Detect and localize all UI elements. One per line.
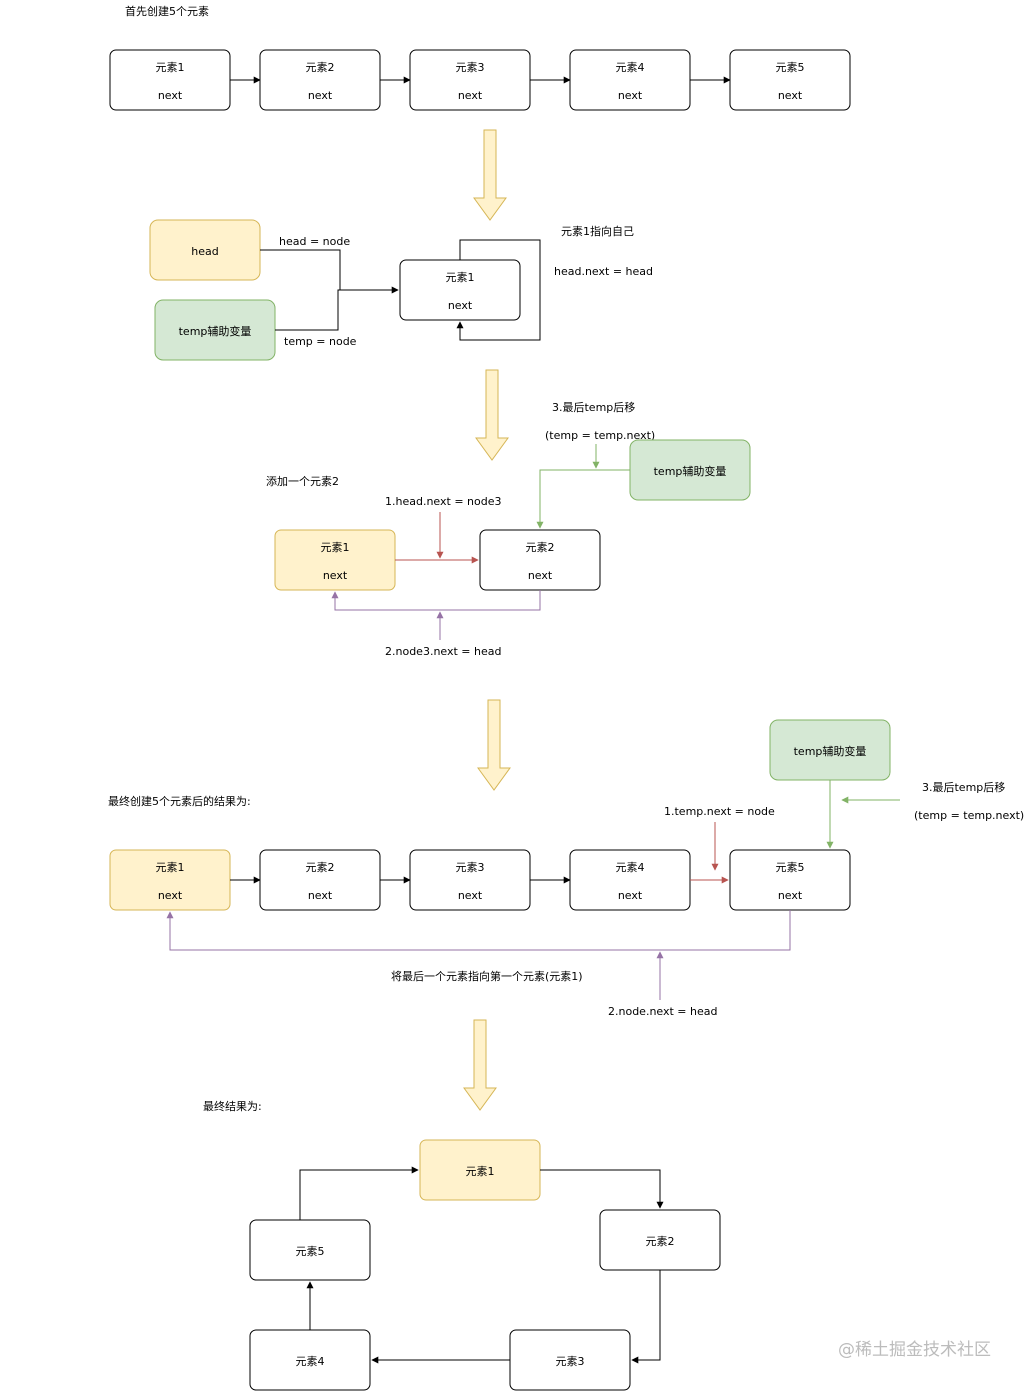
s1-node-1: 元素1 next [109, 49, 231, 111]
s5-link-1-2 [540, 1169, 664, 1209]
s4-node-1-name: 元素1 [156, 861, 185, 874]
s1-node-5-next: next [778, 89, 803, 102]
s3-step3-code: (temp = temp.next) [545, 429, 655, 442]
s4-loop-note: 将最后一个元素指向第一个元素(元素1) [391, 969, 583, 983]
s3-node-2-name: 元素2 [526, 541, 555, 554]
s5-link-2-3 [631, 1270, 661, 1364]
s3-step2: 2.node3.next = head [385, 645, 501, 658]
s2-self-code: head.next = head [554, 265, 653, 278]
s2-head-pointer [260, 249, 341, 290]
s2-self-loop [456, 239, 541, 341]
s5-node-4-name: 元素4 [296, 1355, 325, 1368]
s4-node-1: 元素1 next [109, 849, 231, 911]
s3-node-1-name: 元素1 [321, 541, 350, 554]
s3-caption: 添加一个元素2 [266, 474, 339, 488]
stage1-caption: 首先创建5个元素 [125, 4, 209, 18]
s4-node-4-next: next [618, 889, 643, 902]
s4-node-3-next: next [458, 889, 483, 902]
s1-node-2: 元素2 next [259, 49, 381, 111]
s2-node-1: 元素1 next [399, 259, 521, 321]
s2-temp-pointer [275, 286, 399, 331]
s4-caption: 最终创建5个元素后的结果为: [108, 794, 251, 808]
s3-temp-label: temp辅助变量 [654, 464, 727, 478]
s1-node-1-next: next [158, 89, 183, 102]
s1-node-5: 元素5 next [729, 49, 851, 111]
s5-link-5-1 [299, 1166, 419, 1220]
s5-caption: 最终结果为: [203, 1099, 262, 1113]
s1-node-4: 元素4 next [569, 49, 691, 111]
s1-node-4-next: next [618, 89, 643, 102]
stage-final-ring: 最终结果为: 元素1 元素2 元素3 元素4 元素5 [203, 1099, 721, 1391]
s5-node-3-name: 元素3 [556, 1355, 585, 1368]
stage-first-node: head temp辅助变量 元素1 next head = node temp … [149, 219, 653, 361]
s3-node-2-next: next [528, 569, 553, 582]
s2-head-box: head [149, 219, 261, 281]
s4-node-2-name: 元素2 [306, 861, 335, 874]
s4-step1: 1.temp.next = node [664, 805, 775, 818]
s4-step2: 2.node.next = head [608, 1005, 717, 1018]
s5-node-5-name: 元素5 [296, 1245, 325, 1258]
s3-step1: 1.head.next = node3 [385, 495, 501, 508]
s2-temp-label: temp辅助变量 [179, 324, 252, 338]
s4-node-3: 元素3 next [409, 849, 531, 911]
stage-add-second: 3.最后temp后移 (temp = temp.next) 添加一个元素2 1.… [266, 401, 751, 658]
s3-node-2: 元素2 next [479, 529, 601, 591]
s4-step3-code: (temp = temp.next) [914, 809, 1024, 822]
s5-node-5: 元素5 [249, 1219, 371, 1281]
s5-node-1-name: 元素1 [466, 1165, 495, 1178]
s4-temp-label: temp辅助变量 [794, 744, 867, 758]
watermark: @稀土掘金技术社区 [838, 1340, 991, 1360]
s5-node-1: 元素1 [419, 1139, 541, 1201]
s3-node-1: 元素1 next [274, 529, 396, 591]
stage-transition-arrow-2 [475, 369, 509, 461]
stage-create-five: 首先创建5个元素 元素1 next 元素2 next 元素3 next 元素4 … [109, 4, 851, 111]
s2-temp-assign: temp = node [284, 335, 357, 348]
s1-node-2-name: 元素2 [306, 61, 335, 74]
s4-node-4-name: 元素4 [616, 861, 645, 874]
s5-node-2-name: 元素2 [646, 1235, 675, 1248]
s4-node-3-name: 元素3 [456, 861, 485, 874]
s4-link-5-1 [166, 910, 791, 951]
s4-temp-box: temp辅助变量 [769, 719, 891, 781]
s4-node-5-name: 元素5 [776, 861, 805, 874]
s3-link-2-1 [331, 590, 541, 611]
s5-node-3: 元素3 [509, 1329, 631, 1391]
s2-node-1-name: 元素1 [446, 271, 475, 284]
s1-node-2-next: next [308, 89, 333, 102]
stage-transition-arrow-3 [477, 699, 511, 791]
s1-node-4-name: 元素4 [616, 61, 645, 74]
s3-step3-title: 3.最后temp后移 [552, 401, 635, 414]
s3-temp-box: temp辅助变量 [629, 439, 751, 501]
s1-node-1-name: 元素1 [156, 61, 185, 74]
s4-node-5-next: next [778, 889, 803, 902]
s1-node-3-next: next [458, 89, 483, 102]
s2-temp-box: temp辅助变量 [154, 299, 276, 361]
s4-node-1-next: next [158, 889, 183, 902]
stage-transition-arrow-1 [473, 129, 507, 221]
s2-head-assign: head = node [279, 235, 350, 248]
s1-node-3-name: 元素3 [456, 61, 485, 74]
s1-node-3: 元素3 next [409, 49, 531, 111]
s3-node-1-next: next [323, 569, 348, 582]
s4-step3-title: 3.最后temp后移 [922, 781, 1005, 794]
s4-node-5: 元素5 next [729, 849, 851, 911]
stage-five-linked: temp辅助变量 最终创建5个元素后的结果为: 1.temp.next = no… [108, 719, 1024, 1018]
s1-node-5-name: 元素5 [776, 61, 805, 74]
s5-node-4: 元素4 [249, 1329, 371, 1391]
s4-node-4: 元素4 next [569, 849, 691, 911]
s2-head-label: head [191, 245, 218, 258]
stage-transition-arrow-4 [463, 1019, 497, 1111]
s3-temp-move [536, 469, 630, 529]
s2-self-title: 元素1指向自己 [561, 224, 634, 238]
s4-node-2-next: next [308, 889, 333, 902]
s4-node-2: 元素2 next [259, 849, 381, 911]
s2-node-1-next: next [448, 299, 473, 312]
s5-node-2: 元素2 [599, 1209, 721, 1271]
